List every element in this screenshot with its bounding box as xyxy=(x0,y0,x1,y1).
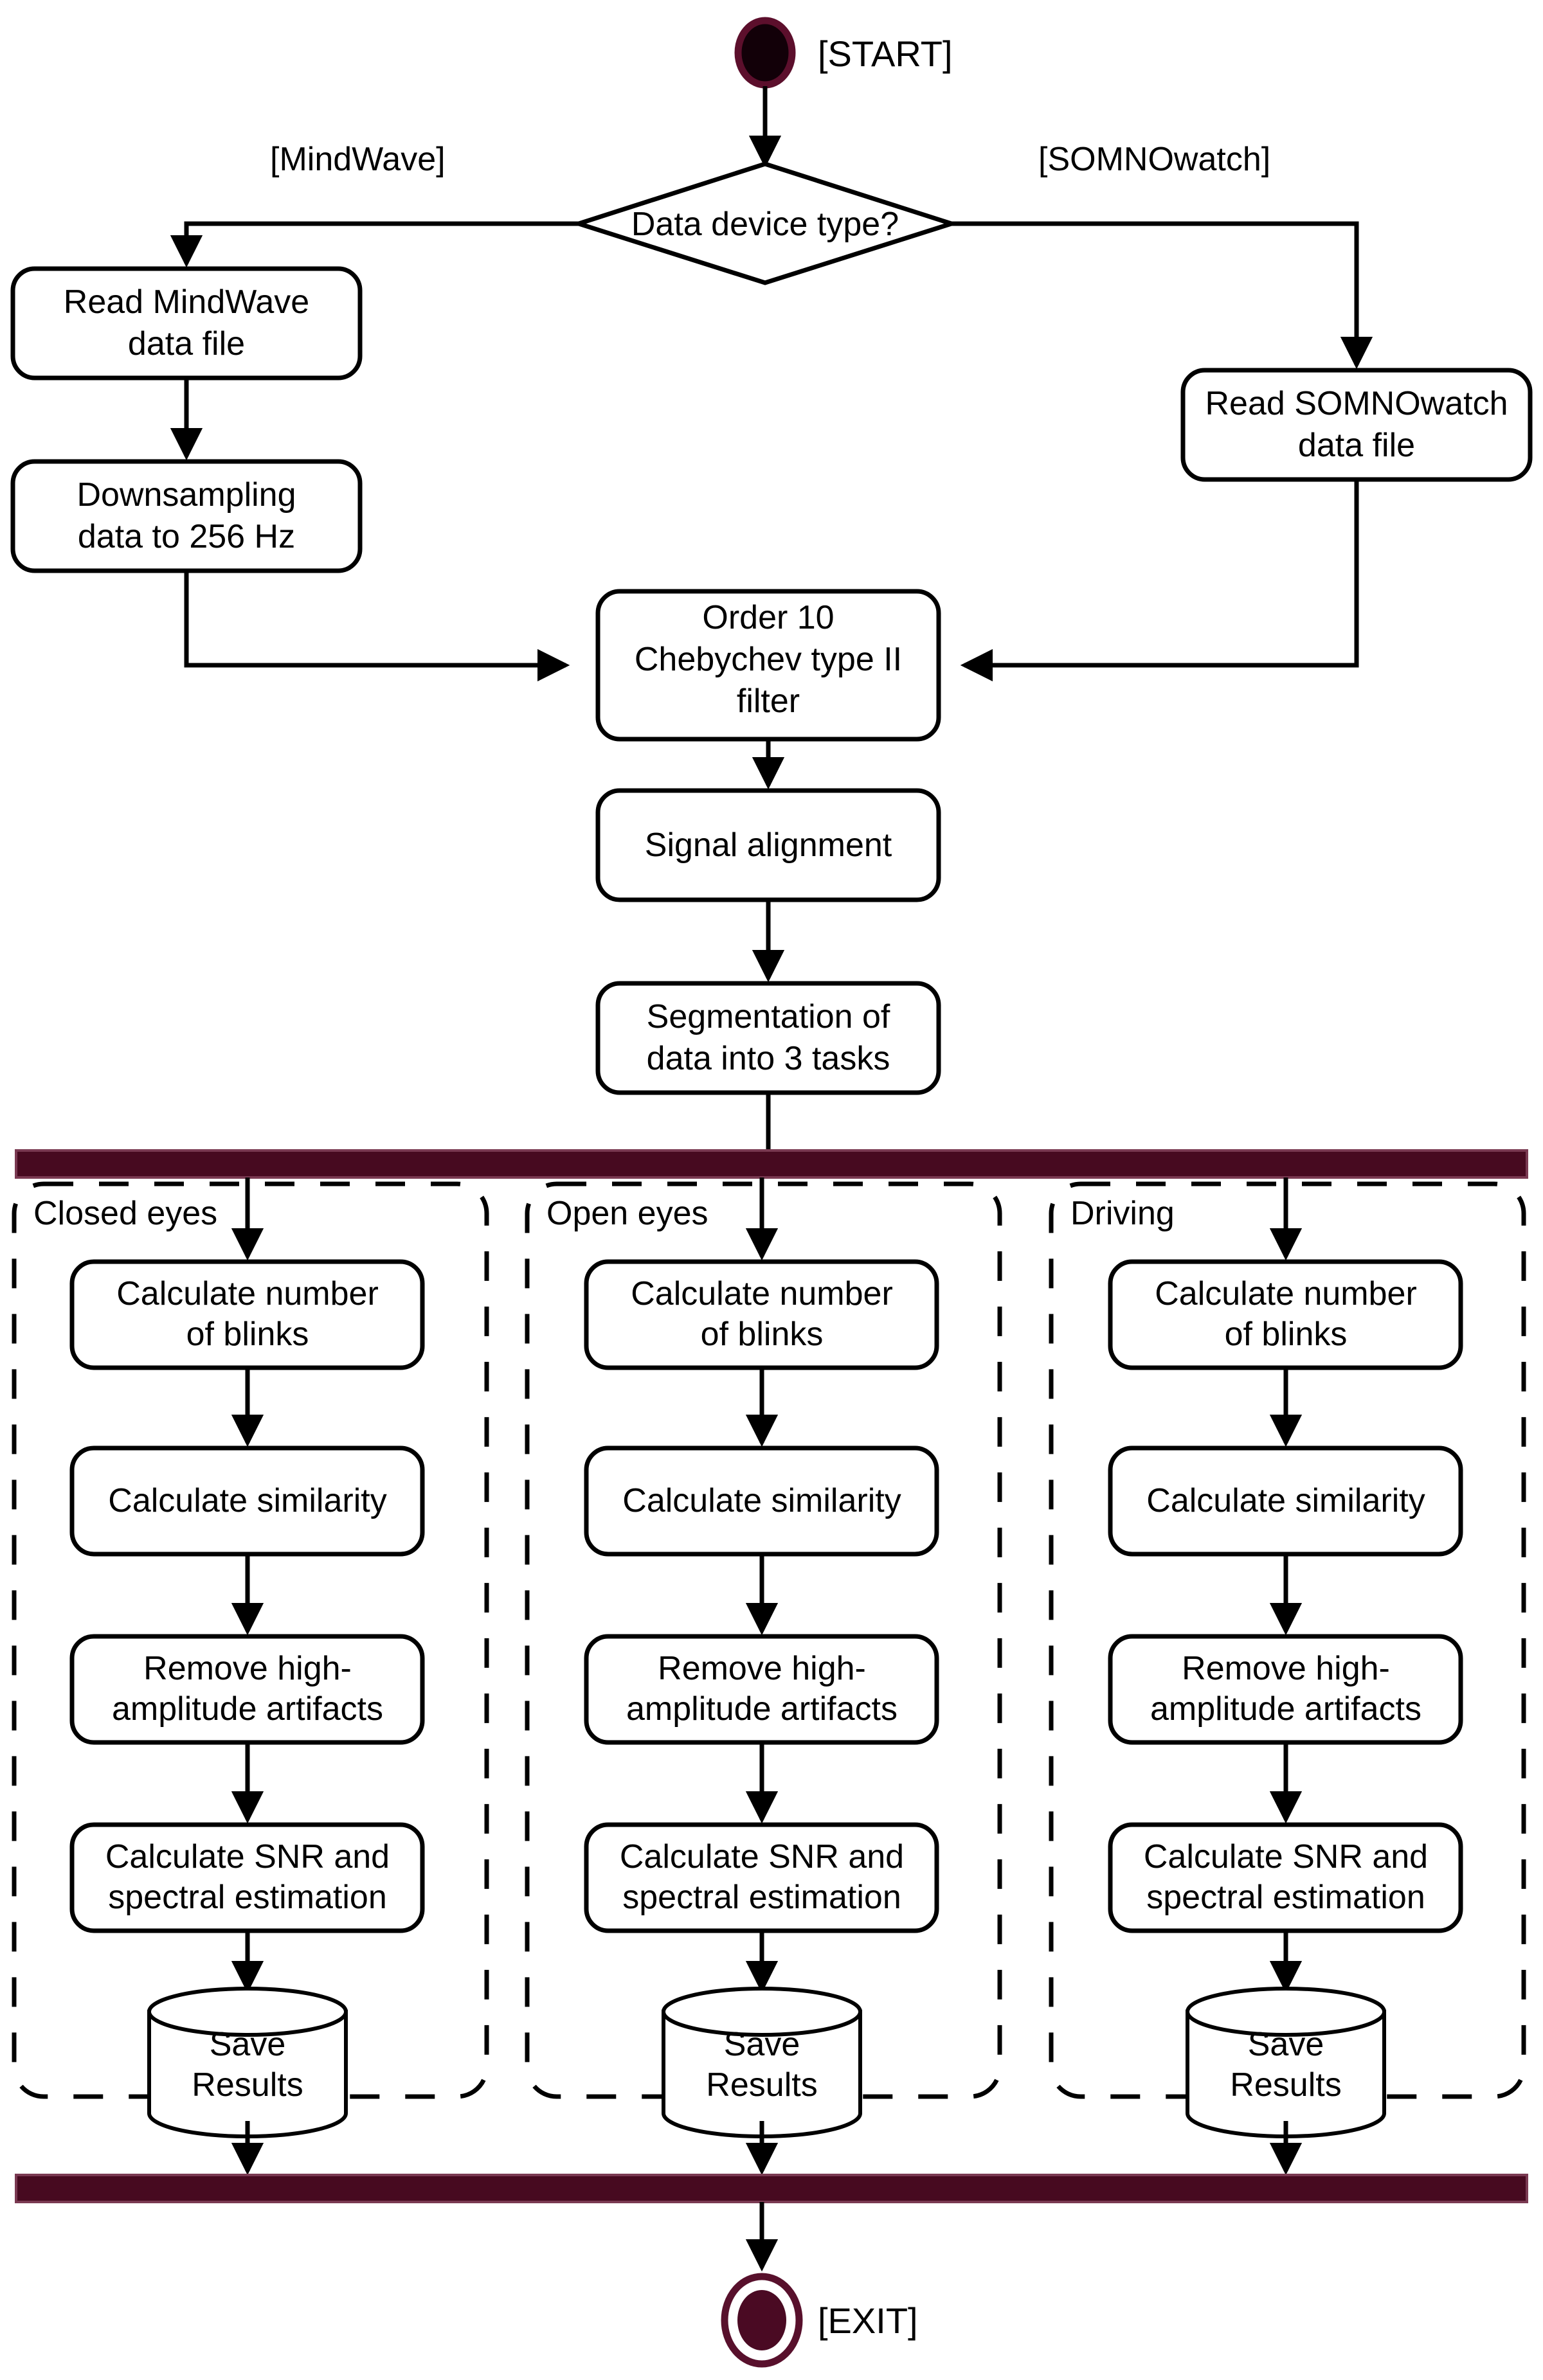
lane-open-eyes-label: Open eyes xyxy=(546,1195,708,1232)
edge-downsampling-to-filter xyxy=(184,571,570,682)
lane2-step1-line2: of blinks xyxy=(701,1316,824,1353)
lane1-datastore-save-results: Save Results xyxy=(147,1987,348,2138)
decision-data-device-type xyxy=(571,161,959,285)
lane2-step1-line1: Calculate number xyxy=(631,1275,893,1312)
node-segmentation-line1: Segmentation of xyxy=(647,998,890,1035)
edge-read-somnowatch-to-filter xyxy=(960,479,1359,682)
lane2-datastore-save-results: Save Results xyxy=(662,1987,862,2138)
lane3-step3-line2: amplitude artifacts xyxy=(1150,1690,1421,1728)
node-filter-line3: filter xyxy=(737,683,800,720)
lane2-step4-line1: Calculate SNR and xyxy=(620,1838,904,1875)
lane1-step4-line1: Calculate SNR and xyxy=(105,1838,390,1875)
node-signal-alignment-line1: Signal alignment xyxy=(645,827,892,864)
lane2-step3-line1: Remove high- xyxy=(658,1650,866,1687)
node-downsampling-line1: Downsampling xyxy=(77,476,296,514)
lane3-step1-line2: of blinks xyxy=(1225,1316,1348,1353)
lane3-datastore-save-results: Save Results xyxy=(1186,1987,1386,2138)
lane2-datastore-line1: Save xyxy=(724,2026,800,2063)
guard-left-mindwave: [MindWave] xyxy=(270,141,446,178)
lane3-step2-line1: Calculate similarity xyxy=(1146,1482,1425,1519)
node-segmentation-line2: data into 3 tasks xyxy=(647,1040,890,1077)
lane2-step4-line2: spectral estimation xyxy=(622,1879,901,1916)
node-read-mindwave-line1: Read MindWave xyxy=(64,283,309,321)
edge-decision-to-read-mindwave xyxy=(170,221,579,268)
decision-label: Data device type? xyxy=(631,206,899,243)
guard-right-somnowatch: [SOMNOwatch] xyxy=(1038,141,1270,178)
node-downsampling-line2: data to 256 Hz xyxy=(78,518,295,555)
node-filter-line1: Order 10 xyxy=(702,599,834,636)
lane1-step3-line2: amplitude artifacts xyxy=(112,1690,383,1728)
start-node xyxy=(734,17,796,89)
lane1-datastore-line1: Save xyxy=(210,2026,286,2063)
lane2-step2-line1: Calculate similarity xyxy=(622,1482,901,1519)
lane3-datastore-line1: Save xyxy=(1248,2026,1324,2063)
join-bar-outline xyxy=(15,2174,1528,2203)
lane3-step4-line2: spectral estimation xyxy=(1146,1879,1425,1916)
lane1-datastore-line2: Results xyxy=(192,2066,303,2104)
start-label: [START] xyxy=(818,33,953,74)
lane2-step3-line2: amplitude artifacts xyxy=(626,1690,898,1728)
fork-bar xyxy=(16,1150,1527,1177)
lane1-step3-line1: Remove high- xyxy=(143,1650,352,1687)
lane1-step2-line1: Calculate similarity xyxy=(108,1482,386,1519)
lane3-step3-line1: Remove high- xyxy=(1182,1650,1390,1687)
node-read-somnowatch-line1: Read SOMNOwatch xyxy=(1205,385,1508,422)
lane1-step1-line2: of blinks xyxy=(186,1316,309,1353)
fork-bar-outline xyxy=(15,1149,1528,1179)
lane1-step4-line2: spectral estimation xyxy=(108,1879,387,1916)
node-read-mindwave-line2: data file xyxy=(128,325,245,362)
lane1-step1-line1: Calculate number xyxy=(116,1275,379,1312)
node-filter-line2: Chebychev type II xyxy=(635,641,902,678)
exit-label: [EXIT] xyxy=(818,2300,918,2341)
lane-closed-eyes-label: Closed eyes xyxy=(33,1195,217,1232)
exit-node-inner-disc xyxy=(737,2290,786,2350)
lane-driving-label: Driving xyxy=(1070,1195,1175,1232)
lane3-step1-line1: Calculate number xyxy=(1155,1275,1417,1312)
lane3-datastore-line2: Results xyxy=(1230,2066,1341,2104)
edge-decision-to-read-somnowatch xyxy=(952,221,1373,370)
node-read-somnowatch-line2: data file xyxy=(1298,427,1415,464)
lane2-datastore-line2: Results xyxy=(706,2066,817,2104)
lane3-step4-line1: Calculate SNR and xyxy=(1144,1838,1428,1875)
join-bar xyxy=(16,2175,1527,2202)
